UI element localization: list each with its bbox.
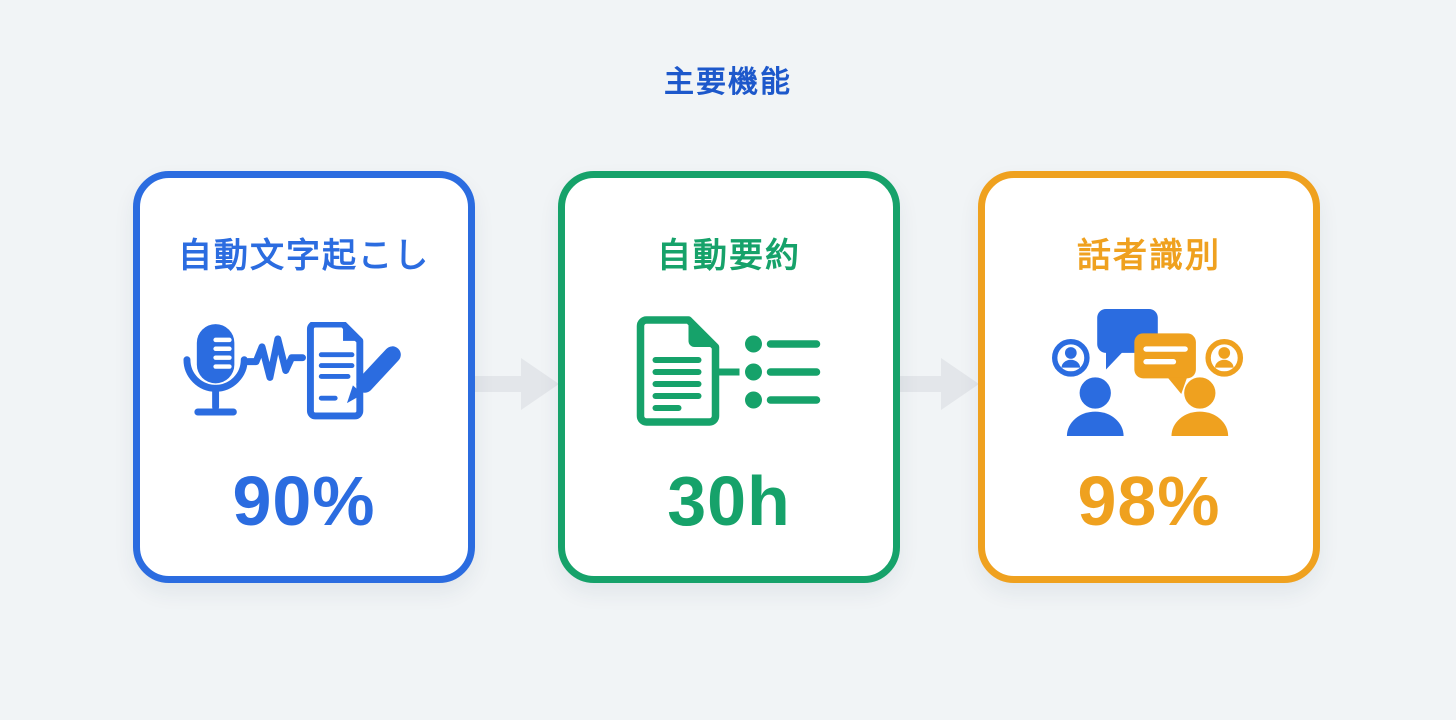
summary-hours-stat: 30h [667,462,791,540]
speaker-identification-accuracy-stat: 98% [1077,462,1221,540]
feature-card-transcription: 自動文字起こし [133,171,475,583]
feature-card-speaker-identification: 話者識別 [978,171,1320,583]
arrow-right-icon [889,355,979,413]
page-title: 主要機能 [664,66,792,99]
speakers-conversation-icon [993,277,1305,466]
feature-card-transcription-title: 自動文字起こし [178,237,430,275]
transcription-accuracy-stat: 90% [232,462,376,540]
feature-card-summary: 自動要約 [558,171,900,583]
feature-card-speaker-identification-title: 話者識別 [1077,237,1221,275]
feature-card-summary-title: 自動要約 [657,237,801,275]
arrow-right-icon [469,355,559,413]
microphone-waveform-document-icon [148,277,460,466]
document-to-bullet-list-icon [573,277,885,466]
